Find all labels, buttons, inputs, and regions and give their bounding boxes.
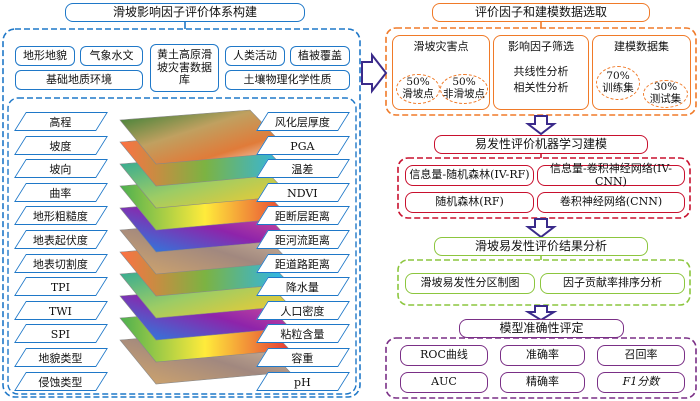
ellipse-percent: 30%	[653, 81, 678, 94]
step1-title: 评价因子和建模数据选取	[432, 3, 650, 22]
model-rf: 随机森林(RF)	[405, 192, 534, 213]
step1-col-c-title: 建模数据集	[614, 40, 669, 53]
landslide-point-ellipse: 50% 滑坡点	[396, 74, 440, 104]
factor-label: 粘粒含量	[280, 328, 325, 342]
non-landslide-point-ellipse: 50% 非滑坡点	[440, 74, 488, 104]
factor-left-4: 地形粗糙度	[14, 206, 108, 226]
factor-label: NDVI	[287, 186, 318, 200]
ellipse-label: 非滑坡点	[443, 88, 485, 100]
factor-label: 地表起伏度	[32, 234, 88, 247]
factor-label: 距道路距离	[274, 257, 330, 271]
metric-accuracy: 准确率	[500, 345, 585, 366]
factor-right-1: PGA	[256, 135, 350, 155]
factor-label: 距断层距离	[274, 210, 330, 224]
factor-label: 曲率	[49, 186, 72, 200]
climate-box: 气象水文	[80, 46, 143, 66]
factor-right-4: 距断层距离	[256, 206, 350, 226]
metric-roc: ROC曲线	[400, 345, 488, 366]
ellipse-label: 滑坡点	[402, 88, 434, 100]
geomorph-box: 地形地貌	[15, 46, 75, 66]
factor-right-3: NDVI	[256, 182, 350, 202]
factor-left-0: 高程	[14, 112, 108, 131]
step2-title: 易发性评价机器学习建模	[434, 135, 648, 154]
map-layer-stack	[119, 109, 291, 385]
factor-label: 侵蚀类型	[38, 375, 83, 389]
ellipse-percent: 50%	[406, 76, 430, 89]
metric-recall: 召回率	[597, 345, 685, 366]
factor-label: SPI	[50, 328, 71, 342]
factor-label: 容重	[291, 352, 314, 365]
factor-label: 高程	[49, 116, 72, 129]
step4-title: 模型准确性评定	[459, 319, 624, 338]
factor-right-7: 降水量	[256, 277, 350, 297]
human-box: 人类活动	[225, 46, 285, 66]
step1-col-b: 影响因子筛选 共线性分析 相关性分析	[493, 35, 589, 110]
factor-label: 距河流距离	[274, 234, 330, 247]
factor-right-6: 距道路距离	[256, 253, 350, 273]
factor-label: 降水量	[285, 281, 319, 295]
factor-right-9: 粘粒含量	[256, 324, 350, 344]
loess-db-box: 黄土高原滑坡灾害数据库	[150, 44, 219, 92]
metric-auc: AUC	[400, 372, 488, 393]
factor-label: 风化层厚度	[274, 116, 330, 129]
factor-label: 地表切割度	[32, 257, 88, 271]
factor-right-0: 风化层厚度	[256, 112, 350, 131]
factor-label: TWI	[48, 304, 72, 318]
model-iv-rf: 信息量-随机森林(IV-RF)	[405, 165, 534, 186]
step1-col-b-line1: 共线性分析	[513, 64, 569, 78]
factor-right-8: 人口密度	[256, 300, 350, 320]
factor-label: PGA	[290, 139, 315, 153]
factor-label: 人口密度	[280, 304, 325, 318]
factor-label: 地形粗糙度	[32, 210, 88, 224]
step1-col-a-title: 滑坡灾害点	[413, 40, 469, 53]
factor-label: 地貌类型	[38, 352, 83, 365]
step1-col-b-line2: 相关性分析	[513, 81, 569, 95]
step1-col-b-title: 影响因子筛选	[508, 40, 574, 53]
factor-label: 坡度	[49, 139, 72, 153]
factor-label: 坡向	[49, 163, 72, 177]
factor-left-5: 地表起伏度	[14, 230, 108, 249]
factor-right-10: 容重	[256, 348, 350, 367]
factor-left-9: SPI	[14, 324, 108, 344]
factor-left-10: 地貌类型	[14, 348, 108, 367]
factor-left-2: 坡向	[14, 159, 108, 179]
factor-left-1: 坡度	[14, 135, 108, 155]
factor-left-3: 曲率	[14, 182, 108, 202]
ellipse-percent: 50%	[452, 76, 476, 89]
ellipse-label: 训练集	[602, 82, 634, 94]
vegetation-box: 植被覆盖	[290, 46, 350, 66]
factor-contribution: 因子贡献率排序分析	[540, 273, 685, 294]
susceptibility-mapping: 滑坡易发性分区制图	[405, 273, 535, 294]
factor-label: TPI	[50, 281, 70, 295]
metric-precision: 精确率	[500, 372, 585, 393]
factor-right-5: 距河流距离	[256, 230, 350, 249]
model-cnn: 卷积神经网络(CNN)	[537, 192, 685, 213]
geo-env-box: 基础地质环境	[15, 70, 143, 90]
model-iv-cnn: 信息量-卷积神经网络(IV-CNN)	[537, 162, 685, 187]
factor-left-8: TWI	[14, 300, 108, 320]
factor-left-6: 地表切割度	[14, 253, 108, 273]
metric-f1: F1分数	[597, 372, 685, 393]
factor-left-11: 侵蚀类型	[14, 371, 108, 391]
factor-right-2: 温差	[256, 159, 350, 179]
left-panel-title: 滑坡影响因子评价体系构建	[65, 3, 305, 22]
factor-label: 温差	[291, 163, 314, 177]
test-set-ellipse: 30% 测试集	[643, 80, 688, 108]
factor-left-7: TPI	[14, 277, 108, 297]
ellipse-percent: 70%	[606, 70, 630, 83]
step3-title: 滑坡易发性评价结果分析	[434, 237, 648, 256]
training-set-ellipse: 70% 训练集	[596, 66, 640, 100]
factor-right-11: pH	[256, 371, 350, 391]
factor-label: pH	[294, 375, 311, 389]
soil-box: 土壤物理化学性质	[225, 70, 350, 90]
ellipse-label: 测试集	[649, 93, 682, 105]
